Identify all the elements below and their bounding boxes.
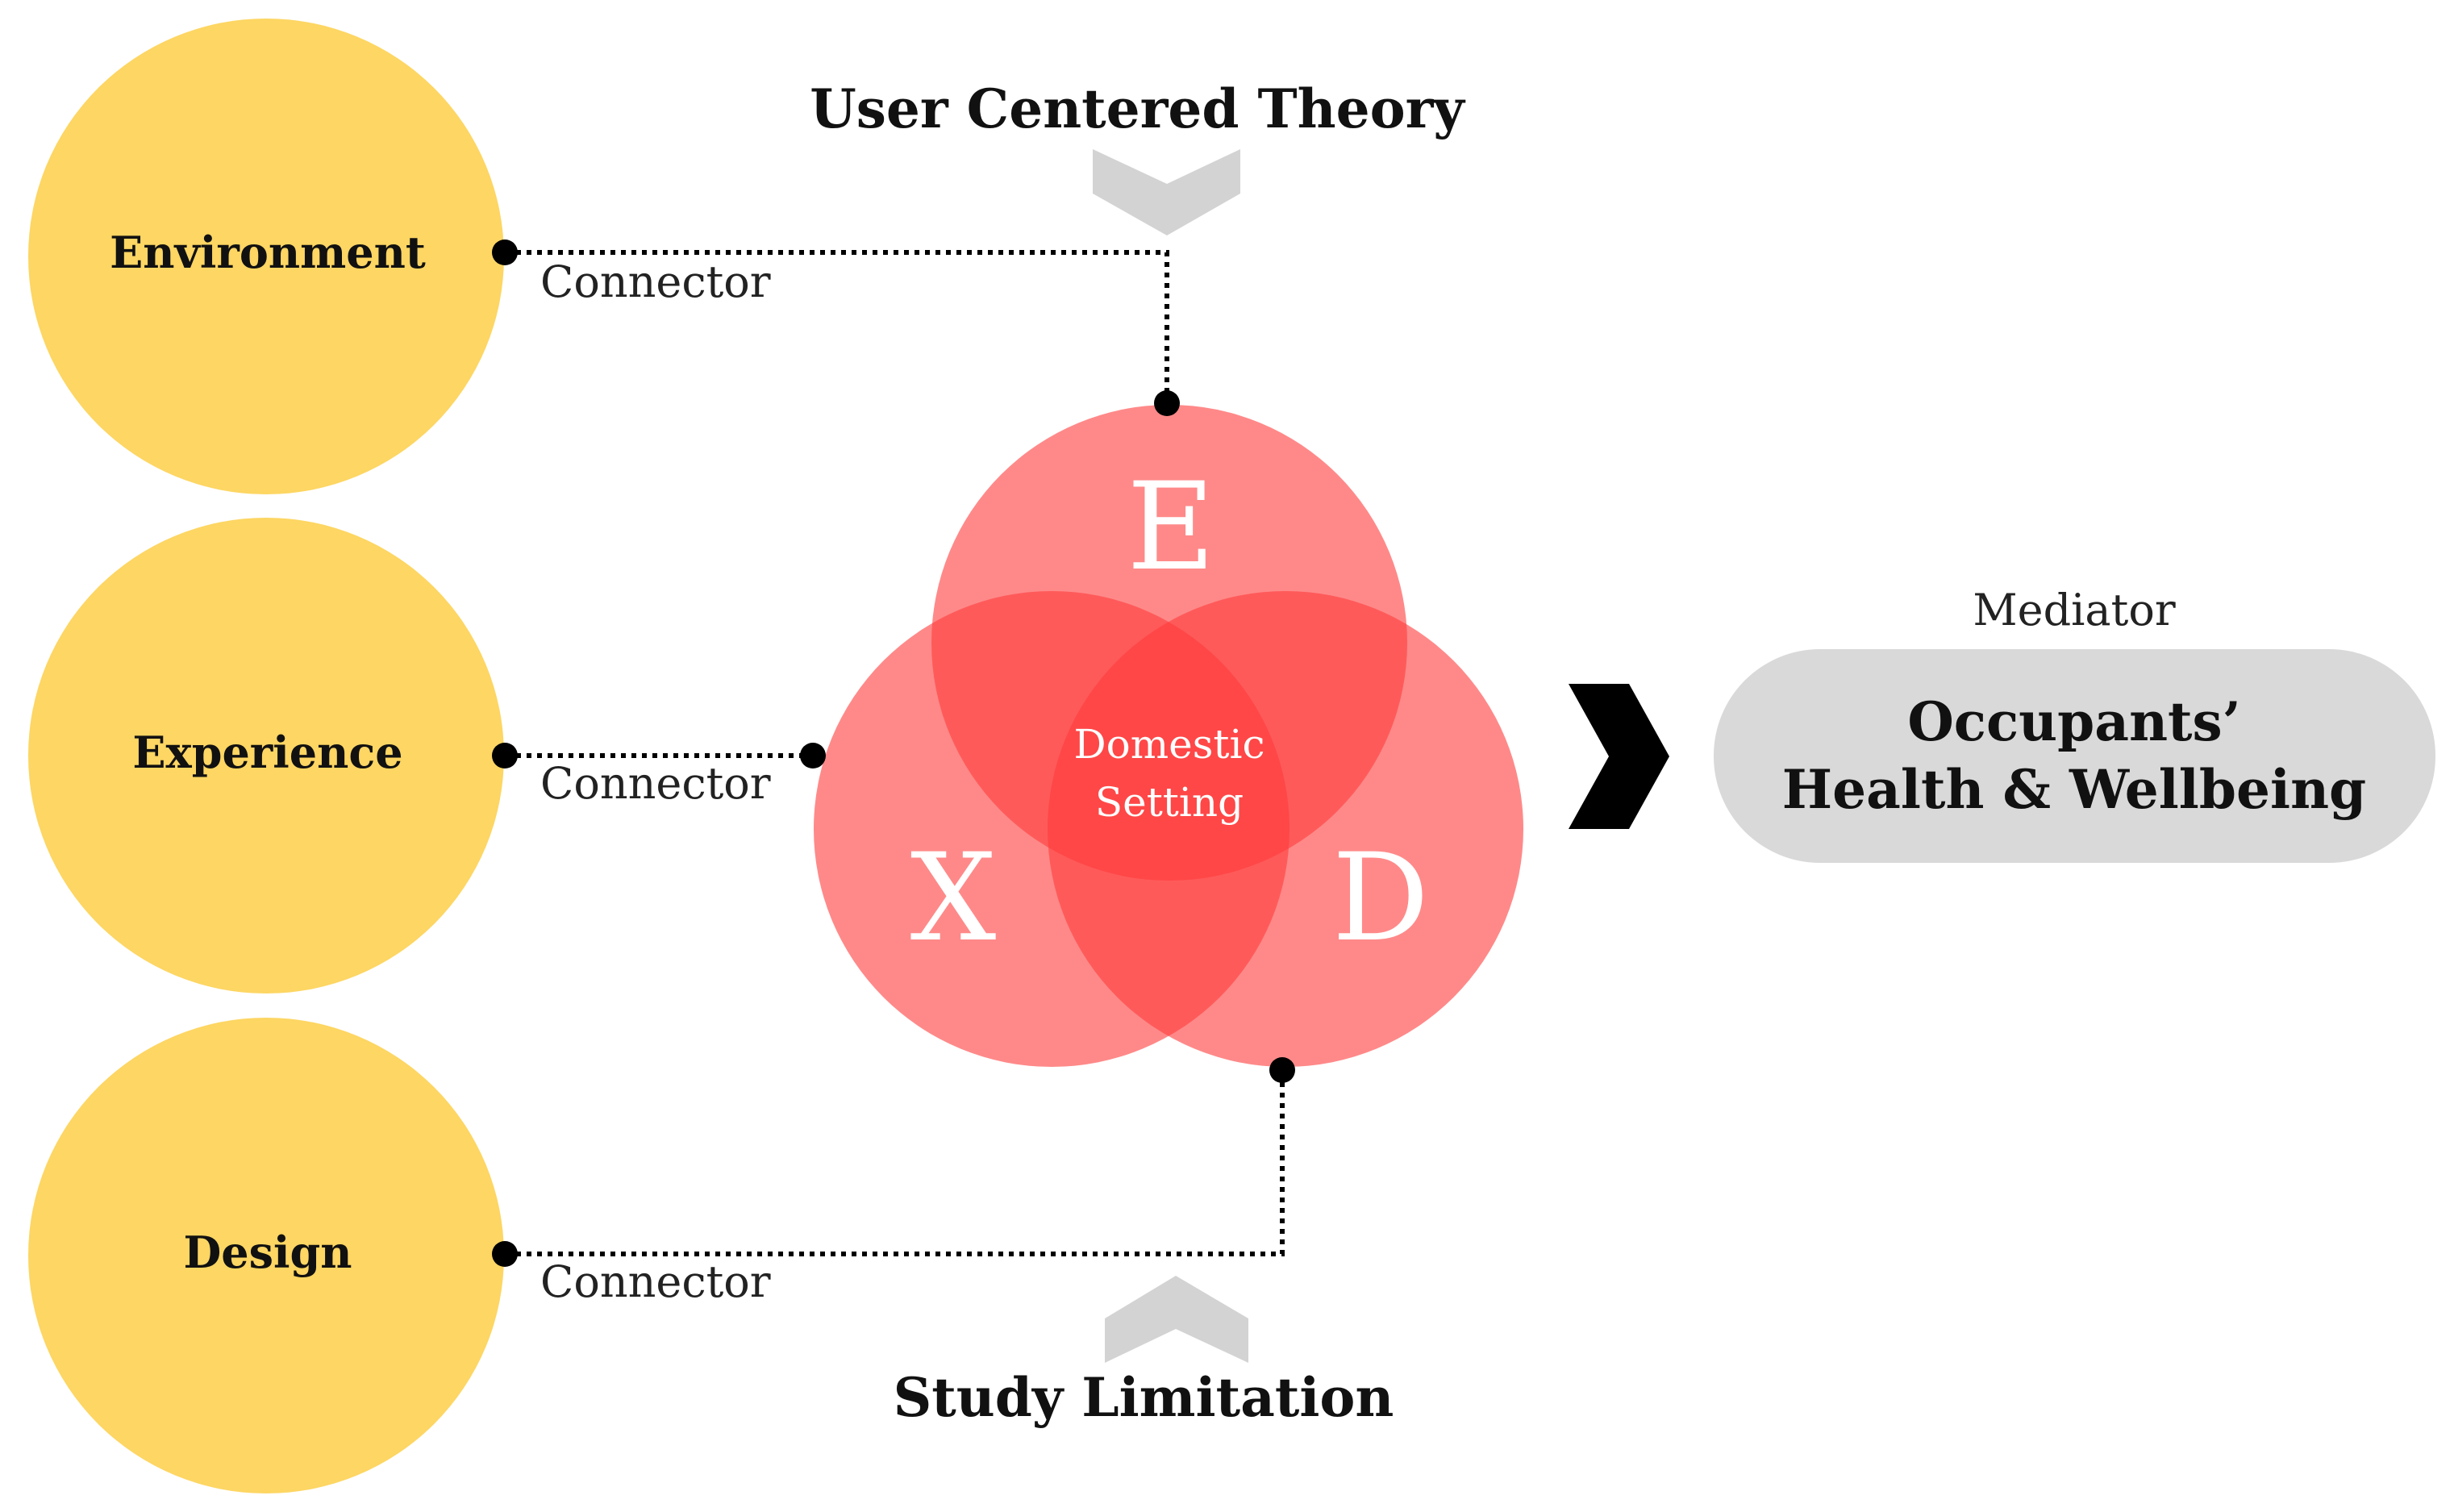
- venn-center-line2: Setting: [1095, 779, 1244, 826]
- venn-diagram: [814, 405, 1523, 1067]
- connector-line-environment: [506, 250, 1169, 403]
- connector-dot: [800, 743, 826, 768]
- connector-line-design: [506, 1070, 1285, 1256]
- factor-circle-experience: [28, 518, 504, 993]
- connector-label-experience: Connector: [540, 758, 771, 809]
- connector-dot: [1154, 390, 1180, 416]
- mediator-pill: [1714, 649, 2435, 863]
- arrow-right-icon: [1569, 684, 1669, 829]
- venn-circle-d: [1048, 591, 1523, 1067]
- title-top: User Centered Theory: [810, 77, 1465, 140]
- mediator-line1: Occupants’: [1907, 690, 2240, 753]
- factor-circle-environment: [28, 19, 504, 494]
- mediator-caption: Mediator: [1973, 585, 2175, 635]
- mediator-line2: Health & Wellbeing: [1782, 758, 2366, 821]
- chevron-down-icon: [1093, 149, 1240, 235]
- venn-letter-d: D: [1332, 828, 1429, 968]
- connector-label-environment: Connector: [540, 256, 771, 307]
- connector-dot: [1269, 1057, 1295, 1083]
- connector-dot: [492, 1241, 518, 1267]
- connector-label-design: Connector: [540, 1256, 771, 1307]
- factor-label-experience: Experience: [132, 727, 402, 778]
- title-bottom: Study Limitation: [894, 1366, 1394, 1429]
- connector-dot: [492, 743, 518, 768]
- venn-letter-x: X: [910, 828, 997, 968]
- venn-center-line1: Domestic: [1074, 721, 1265, 768]
- venn-letter-e: E: [1127, 457, 1215, 598]
- chevron-up-icon: [1105, 1276, 1248, 1363]
- factor-label-environment: Environment: [110, 227, 426, 278]
- factor-label-design: Design: [183, 1227, 352, 1278]
- factor-circle-design: [28, 1018, 504, 1493]
- connector-dot: [492, 240, 518, 265]
